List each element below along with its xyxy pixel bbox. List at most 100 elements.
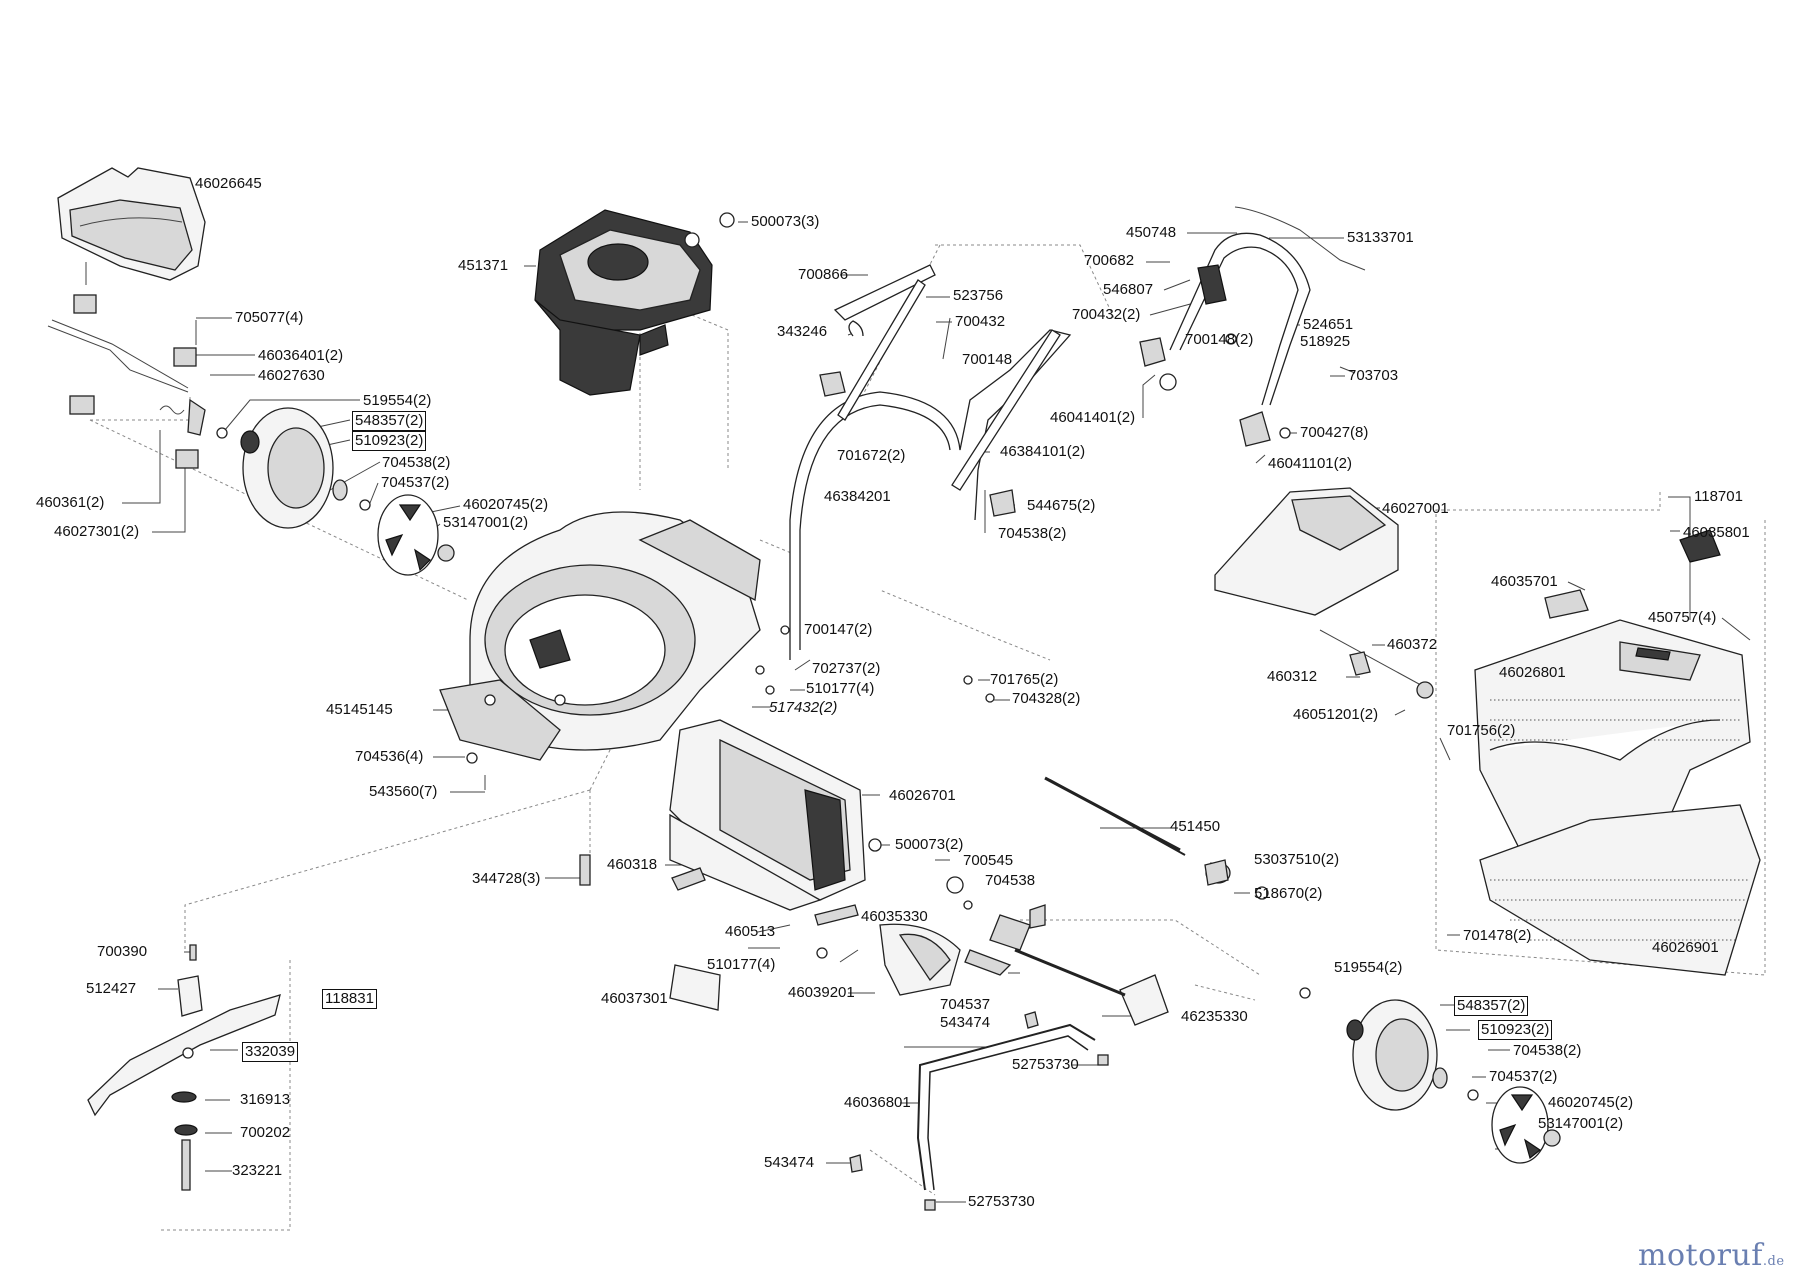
part-label: 518670(2) <box>1254 885 1323 902</box>
part-label: 460513 <box>725 923 776 940</box>
part-label: 46026701 <box>889 787 956 804</box>
mower-deck <box>439 511 995 790</box>
part-label: 543474 <box>764 1154 815 1171</box>
part-label-boxed: 510923(2) <box>1478 1020 1553 1040</box>
short-rod <box>1049 779 1229 886</box>
part-label: 46037301 <box>601 990 668 1007</box>
part-label: 544675(2) <box>1027 497 1096 514</box>
part-label: 46027001 <box>1382 500 1449 517</box>
part-label: 700545 <box>963 852 1014 869</box>
part-label: 451371 <box>458 257 509 274</box>
part-label: 344728(3) <box>472 870 541 887</box>
grass-deflector-cover <box>57 167 206 281</box>
part-label: 701765(2) <box>990 671 1059 688</box>
part-label: 524651 <box>1303 316 1354 333</box>
wheel-left <box>216 407 455 576</box>
part-label: 546807 <box>1103 281 1154 298</box>
part-label: 519554(2) <box>1334 959 1403 976</box>
part-label: 460318 <box>607 856 658 873</box>
part-label: 510177(4) <box>806 680 875 697</box>
part-label: 510177(4) <box>707 956 776 973</box>
part-label: 52753730 <box>1012 1056 1079 1073</box>
wheel-right <box>1299 987 1561 1164</box>
part-label: 46020745(2) <box>463 496 549 513</box>
part-label: 704538(2) <box>998 525 1067 542</box>
part-label: 705077(4) <box>235 309 304 326</box>
part-label: 46035701 <box>1491 573 1558 590</box>
part-label: 46027630 <box>258 367 325 384</box>
part-label: 450748 <box>1126 224 1177 241</box>
small-screw-and-clips-left <box>47 262 206 469</box>
part-label: 700432(2) <box>1072 306 1141 323</box>
part-label: 46026901 <box>1652 939 1719 956</box>
part-label: 704537 <box>940 996 991 1013</box>
part-label: 700390 <box>97 943 148 960</box>
part-label: 701478(2) <box>1463 927 1532 944</box>
part-label: 460312 <box>1267 668 1318 685</box>
part-label: 53037510(2) <box>1254 851 1340 868</box>
lower-handle <box>789 264 1072 660</box>
part-label: 700148 <box>962 351 1013 368</box>
part-label: 518925 <box>1300 333 1351 350</box>
part-label: 450757(4) <box>1648 609 1717 626</box>
part-label: 53147001(2) <box>443 514 529 531</box>
part-label: 46026801 <box>1499 664 1566 681</box>
part-label: 53133701 <box>1347 229 1414 246</box>
part-label: 523756 <box>953 287 1004 304</box>
part-label: 500073(3) <box>751 213 820 230</box>
part-label-boxed: 510923(2) <box>352 431 427 451</box>
part-label: 700432 <box>955 313 1006 330</box>
part-label: 323221 <box>232 1162 283 1179</box>
lower-rear-rod <box>849 1011 1109 1211</box>
part-label: 703703 <box>1348 367 1399 384</box>
blade-assembly <box>87 944 281 1191</box>
part-label: 45145145 <box>326 701 393 718</box>
part-label: 46026645 <box>195 175 262 192</box>
part-label: 460361(2) <box>36 494 105 511</box>
logo-tld: .de <box>1762 1254 1785 1269</box>
rear-deflector <box>579 719 882 911</box>
part-label: 46035330 <box>861 908 928 925</box>
part-label: 46384201 <box>824 488 891 505</box>
part-label: 46027301(2) <box>54 523 140 540</box>
part-label: 118701 <box>1694 488 1743 505</box>
part-label: 543474 <box>940 1014 991 1031</box>
part-label: 343246 <box>777 323 828 340</box>
part-label: 704328(2) <box>1012 690 1081 707</box>
part-label-boxed: 548357(2) <box>1454 996 1529 1016</box>
part-label: 701756(2) <box>1447 722 1516 739</box>
part-label: 512427 <box>86 980 137 997</box>
part-label: 46384101(2) <box>1000 443 1086 460</box>
part-label: 46041101(2) <box>1268 455 1352 472</box>
part-label: 46039201 <box>788 984 855 1001</box>
part-label: 52753730 <box>968 1193 1035 1210</box>
part-label: 700866 <box>798 266 849 283</box>
part-label-boxed: 118831 <box>322 989 377 1009</box>
part-label: 704536(4) <box>355 748 424 765</box>
part-label: 700148(2) <box>1185 331 1254 348</box>
part-label: 704538 <box>985 872 1036 889</box>
part-label: 46020745(2) <box>1548 1094 1634 1111</box>
part-label: 704537(2) <box>1489 1068 1558 1085</box>
part-label: 700147(2) <box>804 621 873 638</box>
part-label: 704538(2) <box>1513 1042 1582 1059</box>
part-label: 701672(2) <box>837 447 906 464</box>
part-label: 46041401(2) <box>1050 409 1136 426</box>
part-label: 460372 <box>1387 636 1438 653</box>
part-label: 46036801 <box>844 1094 911 1111</box>
grass-collector <box>1474 619 1761 976</box>
part-label: 700427(8) <box>1300 424 1369 441</box>
part-label: 704537(2) <box>381 474 450 491</box>
engine <box>534 209 735 396</box>
part-label: 53147001(2) <box>1538 1115 1624 1132</box>
part-label: 543560(7) <box>369 783 438 800</box>
part-label: 517432(2) <box>769 699 838 716</box>
upper-handle <box>1139 206 1366 447</box>
side-discharge-parts <box>669 867 1169 1026</box>
part-label: 46036401(2) <box>258 347 344 364</box>
part-label: 46235330 <box>1181 1008 1248 1025</box>
part-label-boxed: 332039 <box>242 1042 299 1062</box>
part-label: 519554(2) <box>363 392 432 409</box>
part-label: 704538(2) <box>382 454 451 471</box>
